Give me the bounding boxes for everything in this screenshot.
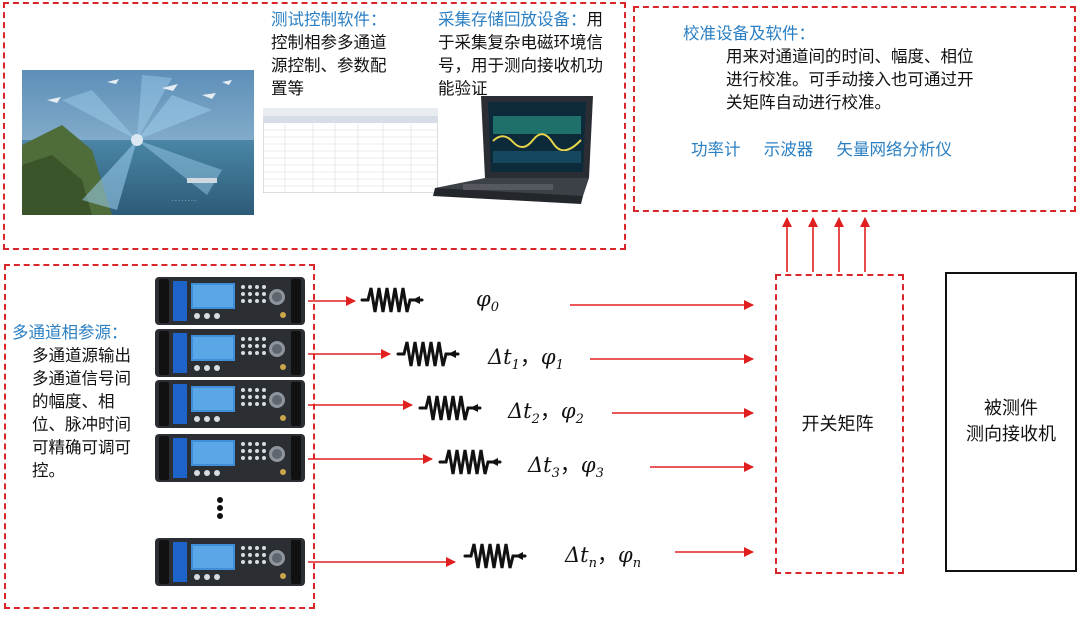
calibration-item-power-meter: 功率计: [691, 140, 741, 159]
sources-desc-line: 控。: [32, 461, 65, 480]
sources-desc-line: 位、脉冲时间: [32, 415, 131, 434]
calibration-box: [633, 6, 1076, 212]
channel-label-1: Δt1，φ1: [488, 345, 564, 374]
software-table-screenshot: [263, 108, 438, 193]
storage-title-tail: 用: [586, 10, 604, 29]
pulse-waveform: [463, 543, 527, 569]
channel-label-2: Δt2，φ2: [508, 399, 584, 428]
storage-title: 采集存储回放设备：: [438, 10, 587, 29]
dut-sublabel: 测向接收机: [966, 424, 1056, 445]
sources-desc-line: 可精确可调可: [32, 438, 131, 457]
software-desc-line: 置等: [271, 79, 304, 98]
device-under-test-box: 被测件 测向接收机: [945, 272, 1077, 572]
sources-title: 多通道相参源：: [12, 323, 128, 342]
sources-desc-line: 多通道信号间: [32, 369, 131, 388]
calibration-item-oscilloscope: 示波器: [763, 140, 814, 159]
storage-desc-line: 能验证: [438, 79, 488, 98]
software-storage-box: [3, 2, 626, 250]
svg-text:· · · · · · · ·: · · · · · · · ·: [172, 198, 196, 204]
switch-matrix-box: [775, 274, 904, 574]
ellipsis-dots: [217, 497, 223, 519]
dut-label: 被测件: [984, 398, 1038, 419]
acquisition-laptop: [433, 96, 593, 204]
channel-label-0: φ0: [476, 287, 499, 316]
pulse-waveform: [360, 287, 424, 313]
calibration-title: 校准设备及软件：: [683, 24, 815, 43]
channel-label-n: Δtn，φn: [565, 543, 642, 572]
switch-matrix-label: 开关矩阵: [801, 414, 874, 435]
calibration-desc-line: 进行校准。可手动接入也可通过开: [726, 70, 974, 89]
software-desc-line: 源控制、参数配: [271, 56, 387, 75]
scenario-illustration: · · · · · · · ·: [22, 70, 254, 215]
pulse-waveform: [438, 449, 502, 475]
sources-desc-line: 的幅度、相: [32, 392, 115, 411]
sources-desc-line: 多通道源输出: [32, 346, 131, 365]
pulse-waveform: [396, 341, 460, 367]
software-title: 测试控制软件：: [271, 10, 387, 29]
pulse-waveform: [418, 395, 482, 421]
software-desc-line: 控制相参多通道: [271, 33, 387, 52]
channel-label-3: Δt3，φ3: [528, 453, 604, 482]
storage-desc-line: 于采集复杂电磁环境信: [438, 33, 603, 52]
calibration-desc-line: 用来对通道间的时间、幅度、相位: [726, 47, 974, 66]
calibration-item-vna: 矢量网络分析仪: [836, 140, 953, 159]
calibration-desc-line: 关矩阵自动进行校准。: [726, 93, 891, 112]
storage-desc-line: 号，用于测向接收机功: [438, 56, 603, 75]
sources-box: [4, 264, 315, 609]
